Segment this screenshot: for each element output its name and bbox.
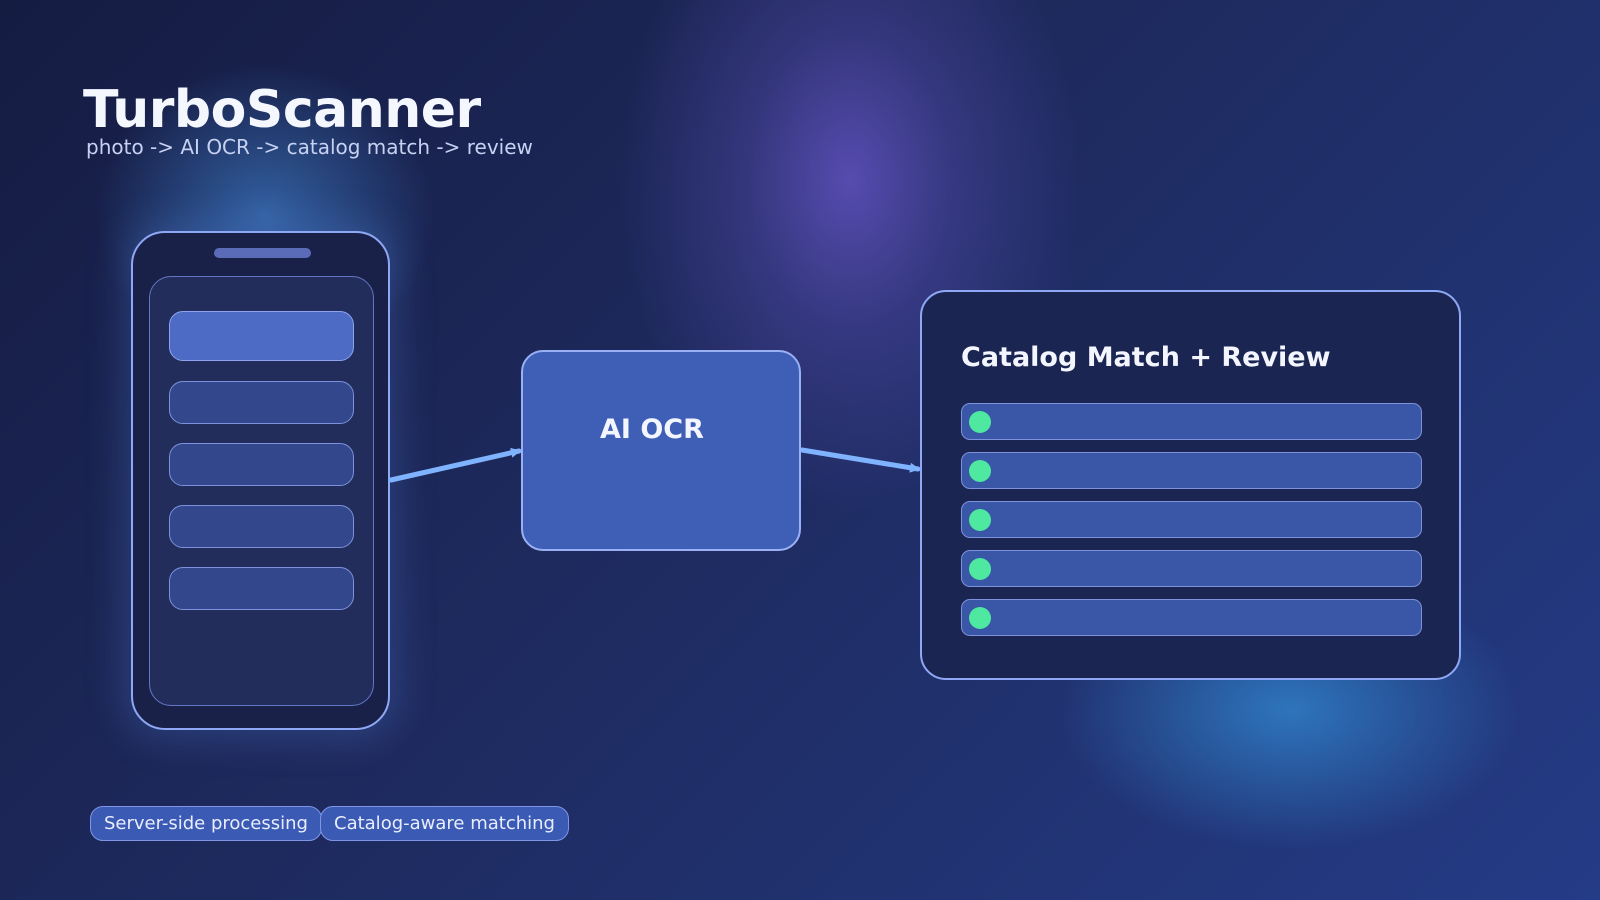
catalog-row: [961, 403, 1422, 440]
phone-screen: [149, 276, 374, 706]
ai-ocr-node: AI OCR: [521, 350, 801, 551]
status-dot-icon: [969, 460, 991, 482]
chip-server-side-processing: Server-side processing: [90, 806, 322, 841]
page-title: TurboScanner: [83, 80, 481, 140]
status-dot-icon: [969, 509, 991, 531]
phone-screen-block: [169, 311, 354, 361]
catalog-row: [961, 501, 1422, 538]
phone-speaker: [214, 248, 311, 258]
phone-screen-block: [169, 567, 354, 610]
catalog-review-panel: Catalog Match + Review: [920, 290, 1461, 680]
status-dot-icon: [969, 558, 991, 580]
phone-node: [131, 231, 390, 730]
catalog-panel-title: Catalog Match + Review: [961, 342, 1331, 373]
catalog-row: [961, 550, 1422, 587]
ai-ocr-label: AI OCR: [600, 414, 704, 445]
arrow-phone-to-ocr: [388, 447, 522, 483]
catalog-row: [961, 599, 1422, 636]
phone-screen-block: [169, 505, 354, 548]
arrow-ocr-to-catalog: [799, 447, 921, 473]
phone-screen-block: [169, 381, 354, 424]
chip-catalog-aware-matching: Catalog-aware matching: [320, 806, 569, 841]
status-dot-icon: [969, 411, 991, 433]
catalog-row: [961, 452, 1422, 489]
page-subtitle: photo -> AI OCR -> catalog match -> revi…: [86, 135, 533, 159]
status-dot-icon: [969, 607, 991, 629]
phone-screen-block: [169, 443, 354, 486]
